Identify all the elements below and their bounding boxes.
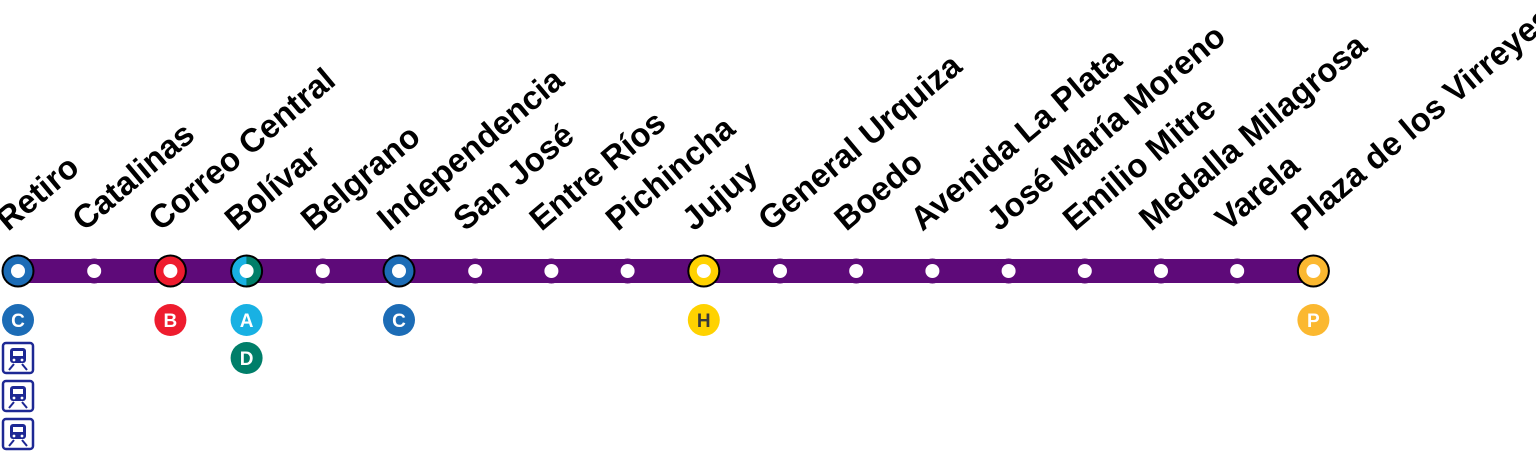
train-icon xyxy=(1,417,35,451)
station-marker-dot xyxy=(544,264,559,278)
line-badge-circle xyxy=(154,304,187,336)
train-icon-light xyxy=(20,358,24,362)
station-marker-dot xyxy=(1230,264,1245,278)
station-marker-dot xyxy=(620,264,635,278)
line-badge-c: C xyxy=(2,304,34,336)
line-badge-circle xyxy=(2,304,34,336)
train-icon-rail xyxy=(21,439,28,447)
line-badge-letter: C xyxy=(392,311,406,332)
train-icon-light xyxy=(12,358,16,362)
station-marker-dot xyxy=(925,264,940,278)
line-badge-circle xyxy=(687,304,720,336)
line-badge-letter: P xyxy=(1307,311,1320,332)
train-icon-rail xyxy=(21,401,28,409)
station-marker-dot xyxy=(1077,264,1092,278)
line-badge-p: P xyxy=(1297,304,1330,336)
line-track xyxy=(18,259,1312,283)
station-marker-dot xyxy=(1154,264,1168,278)
train-icon-window xyxy=(13,351,23,356)
station-marker-dot xyxy=(315,264,330,278)
station-marker-dot xyxy=(163,264,178,278)
line-badge-letter: A xyxy=(240,311,254,332)
line-badge-letter: C xyxy=(11,311,25,332)
train-icon-rail xyxy=(8,401,15,409)
line-badge-c: C xyxy=(383,304,415,336)
train-icon-window xyxy=(13,427,23,432)
station-marker-half xyxy=(246,256,262,286)
station-marker-half xyxy=(232,256,247,286)
line-badge-circle xyxy=(1297,304,1330,336)
line-badge-a: A xyxy=(230,304,263,336)
train-icon-light xyxy=(20,396,24,400)
train-icon-light xyxy=(20,434,24,438)
train-icon-light xyxy=(12,396,16,400)
train-icon-light xyxy=(12,434,16,438)
train-icon xyxy=(1,379,35,413)
station-marker-dot xyxy=(849,264,864,278)
train-icon-window xyxy=(13,389,23,394)
station-marker-dot xyxy=(87,264,102,278)
station-marker-dot xyxy=(11,264,25,278)
station-marker-dot xyxy=(392,264,406,278)
train-icon-rail xyxy=(21,363,28,371)
station-general-urquiza: General Urquiza xyxy=(751,46,969,284)
line-badge-b: B xyxy=(154,304,187,336)
station-marker-dot xyxy=(773,264,787,278)
station-marker-dot xyxy=(239,264,254,278)
line-badge-letter: D xyxy=(240,349,254,370)
train-icon xyxy=(1,341,35,375)
station-marker-dot xyxy=(1306,264,1321,278)
station-label: Plaza de los Virreyes xyxy=(1284,0,1536,237)
line-badge-circle xyxy=(383,304,415,336)
line-badge-circle xyxy=(230,304,263,336)
line-badge-letter: H xyxy=(697,311,711,332)
station-marker-dot xyxy=(468,264,483,278)
station-marker-dot xyxy=(696,264,711,278)
station-label: Retiro xyxy=(0,148,86,238)
line-badge-letter: B xyxy=(164,311,178,332)
line-badge-h: H xyxy=(687,304,720,336)
line-badge-d: D xyxy=(230,342,263,374)
train-icon-rail xyxy=(8,363,15,371)
line-badge-circle xyxy=(230,342,263,374)
train-icon-rail xyxy=(8,439,15,447)
station-marker-dot xyxy=(1001,264,1016,278)
